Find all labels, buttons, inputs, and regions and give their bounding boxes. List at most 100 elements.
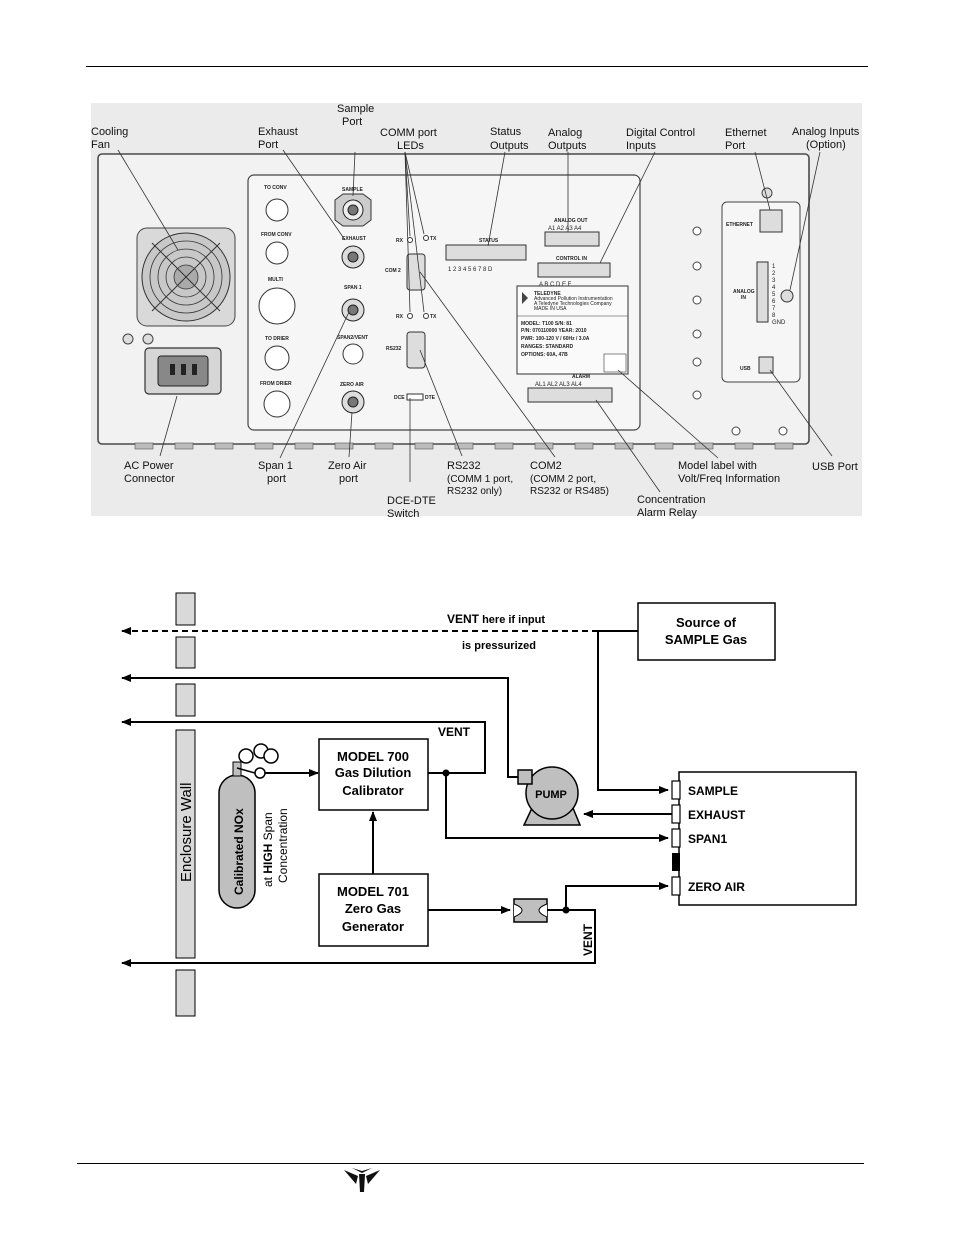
analog-inputs-callout: Analog Inputs(Option) [792, 126, 860, 151]
wall-segment-2 [175, 636, 196, 669]
sample-panel-label: SAMPLE [342, 187, 364, 193]
svg-text:Advanced Pollution Instrumenta: Advanced Pollution Instrumentation [534, 296, 613, 302]
vent-mid-label: VENT [438, 725, 471, 739]
svg-text:4: 4 [772, 285, 776, 291]
analyzer-port-sample: SAMPLE [688, 784, 738, 798]
teledyne-logo-icon [344, 1168, 380, 1192]
svg-text:Gas Dilution: Gas Dilution [335, 765, 412, 780]
from-drier-label: FROM DRIER [260, 381, 292, 387]
svg-text:Generator: Generator [342, 919, 404, 934]
enclosure-wall-label: Enclosure Wall [178, 783, 195, 882]
generator-box [318, 873, 429, 947]
vent-note-line1: VENT here if input [447, 612, 545, 626]
alarm-panel-label: ALARM [572, 374, 590, 380]
analog-out-channels-label: A1 A2 A3 A4 [548, 226, 582, 232]
span2-vent-panel-label: SPAN2/VENT [337, 335, 368, 341]
dce-dte-switch [406, 393, 424, 401]
status-pins-label: 1 2 3 4 5 6 7 8 D [448, 267, 493, 273]
svg-text:8: 8 [772, 313, 776, 319]
wall-segment-3 [175, 683, 196, 717]
span-desc-line1: at HIGH Span [261, 812, 275, 887]
svg-text:GND: GND [772, 320, 786, 326]
rx2-label: RX [396, 314, 404, 320]
rs232-db9 [406, 331, 426, 369]
dce-label: DCE [394, 395, 405, 401]
sample-line [597, 631, 669, 794]
svg-text:3: 3 [772, 278, 776, 284]
multi-label: MULTI [268, 277, 284, 283]
source-label-1: Source of [676, 615, 737, 630]
zero-air-line [565, 882, 669, 910]
com2-callout: COM2(COMM 2 port,RS232 or RS485) [530, 460, 609, 497]
rs232-callout: RS232(COMM 1 port,RS232 only) [447, 460, 513, 497]
wall-segment-1 [175, 592, 196, 626]
span1-panel-label: SPAN 1 [344, 285, 362, 291]
model-plate: TELEDYNE Advanced Pollution Instrumentat… [516, 285, 629, 375]
svg-text:P/N: 070110000 YEAR: 2010: P/N: 070110000 YEAR: 2010 [521, 328, 587, 334]
zero-air-panel-label: ZERO AIR [340, 382, 364, 388]
span1-port [341, 298, 365, 322]
cylinder-label: Calibrated NOx [232, 808, 246, 895]
source-label-2: SAMPLE Gas [665, 632, 747, 647]
alarm-channels-label: AL1 AL2 AL3 AL4 [535, 382, 582, 388]
svg-text:RANGES: STANDARD: RANGES: STANDARD [521, 344, 574, 350]
alarm-terminal [527, 387, 613, 403]
analog-out-terminal [544, 231, 600, 247]
analog-out-panel-label: ANALOG OUT [554, 218, 588, 224]
analyzer-port-zero-air: ZERO AIR [688, 880, 745, 894]
analyzer-port-span1: SPAN1 [688, 832, 727, 846]
vent-vertical-label: VENT [581, 923, 595, 956]
span1-line [445, 773, 669, 842]
usb-jack [758, 356, 774, 374]
tx1-label: TX [430, 236, 437, 242]
svg-text:MODEL: T100 S/N: 81: MODEL: T100 S/N: 81 [521, 321, 572, 327]
exhaust-panel-label: EXHAUST [342, 236, 366, 242]
ethernet-jack [759, 209, 783, 233]
zero-vent-line [121, 909, 596, 967]
rear-panel-figure: TO CONV FROM CONV MULTI TO DRIER FROM DR… [91, 103, 862, 520]
control-in-terminal [537, 262, 611, 278]
pump [517, 766, 582, 826]
inline-filter [513, 898, 548, 923]
to-drier-label: TO DRIER [265, 336, 289, 342]
calibrator-box [318, 738, 429, 811]
span2-vent-port [342, 343, 364, 365]
wall-segment-4 [175, 729, 196, 959]
svg-text:7: 7 [772, 306, 776, 312]
left-port-column [258, 198, 296, 418]
analog-in-label-1: ANALOG [733, 289, 755, 295]
status-terminal [445, 244, 527, 261]
control-pins-label: A B C D E F [539, 282, 572, 288]
from-conv-label: FROM CONV [261, 232, 292, 238]
control-in-panel-label: CONTROL IN [556, 256, 587, 262]
svg-text:A Teledyne Technologies Compan: A Teledyne Technologies Company [534, 301, 612, 307]
ac-power-connector [144, 347, 222, 395]
to-conv-label: TO CONV [264, 185, 287, 191]
span-desc-line2: Concentration [276, 808, 290, 883]
exhaust-port [341, 245, 365, 269]
svg-text:6: 6 [772, 299, 776, 305]
sample-port [334, 193, 372, 227]
svg-text:PWR: 100-120 V / 60Hz / 3.0A: PWR: 100-120 V / 60Hz / 3.0A [521, 336, 590, 342]
svg-text:MODEL 700: MODEL 700 [337, 749, 409, 764]
tx2-label: TX [430, 314, 437, 320]
vent-note-line2: is pressurized [462, 640, 536, 652]
com2-panel-label: COM 2 [385, 268, 401, 274]
svg-text:1: 1 [772, 264, 776, 270]
footer-rule [77, 1163, 864, 1164]
svg-text:Calibrator: Calibrator [342, 783, 403, 798]
zero-air-port [341, 390, 365, 414]
